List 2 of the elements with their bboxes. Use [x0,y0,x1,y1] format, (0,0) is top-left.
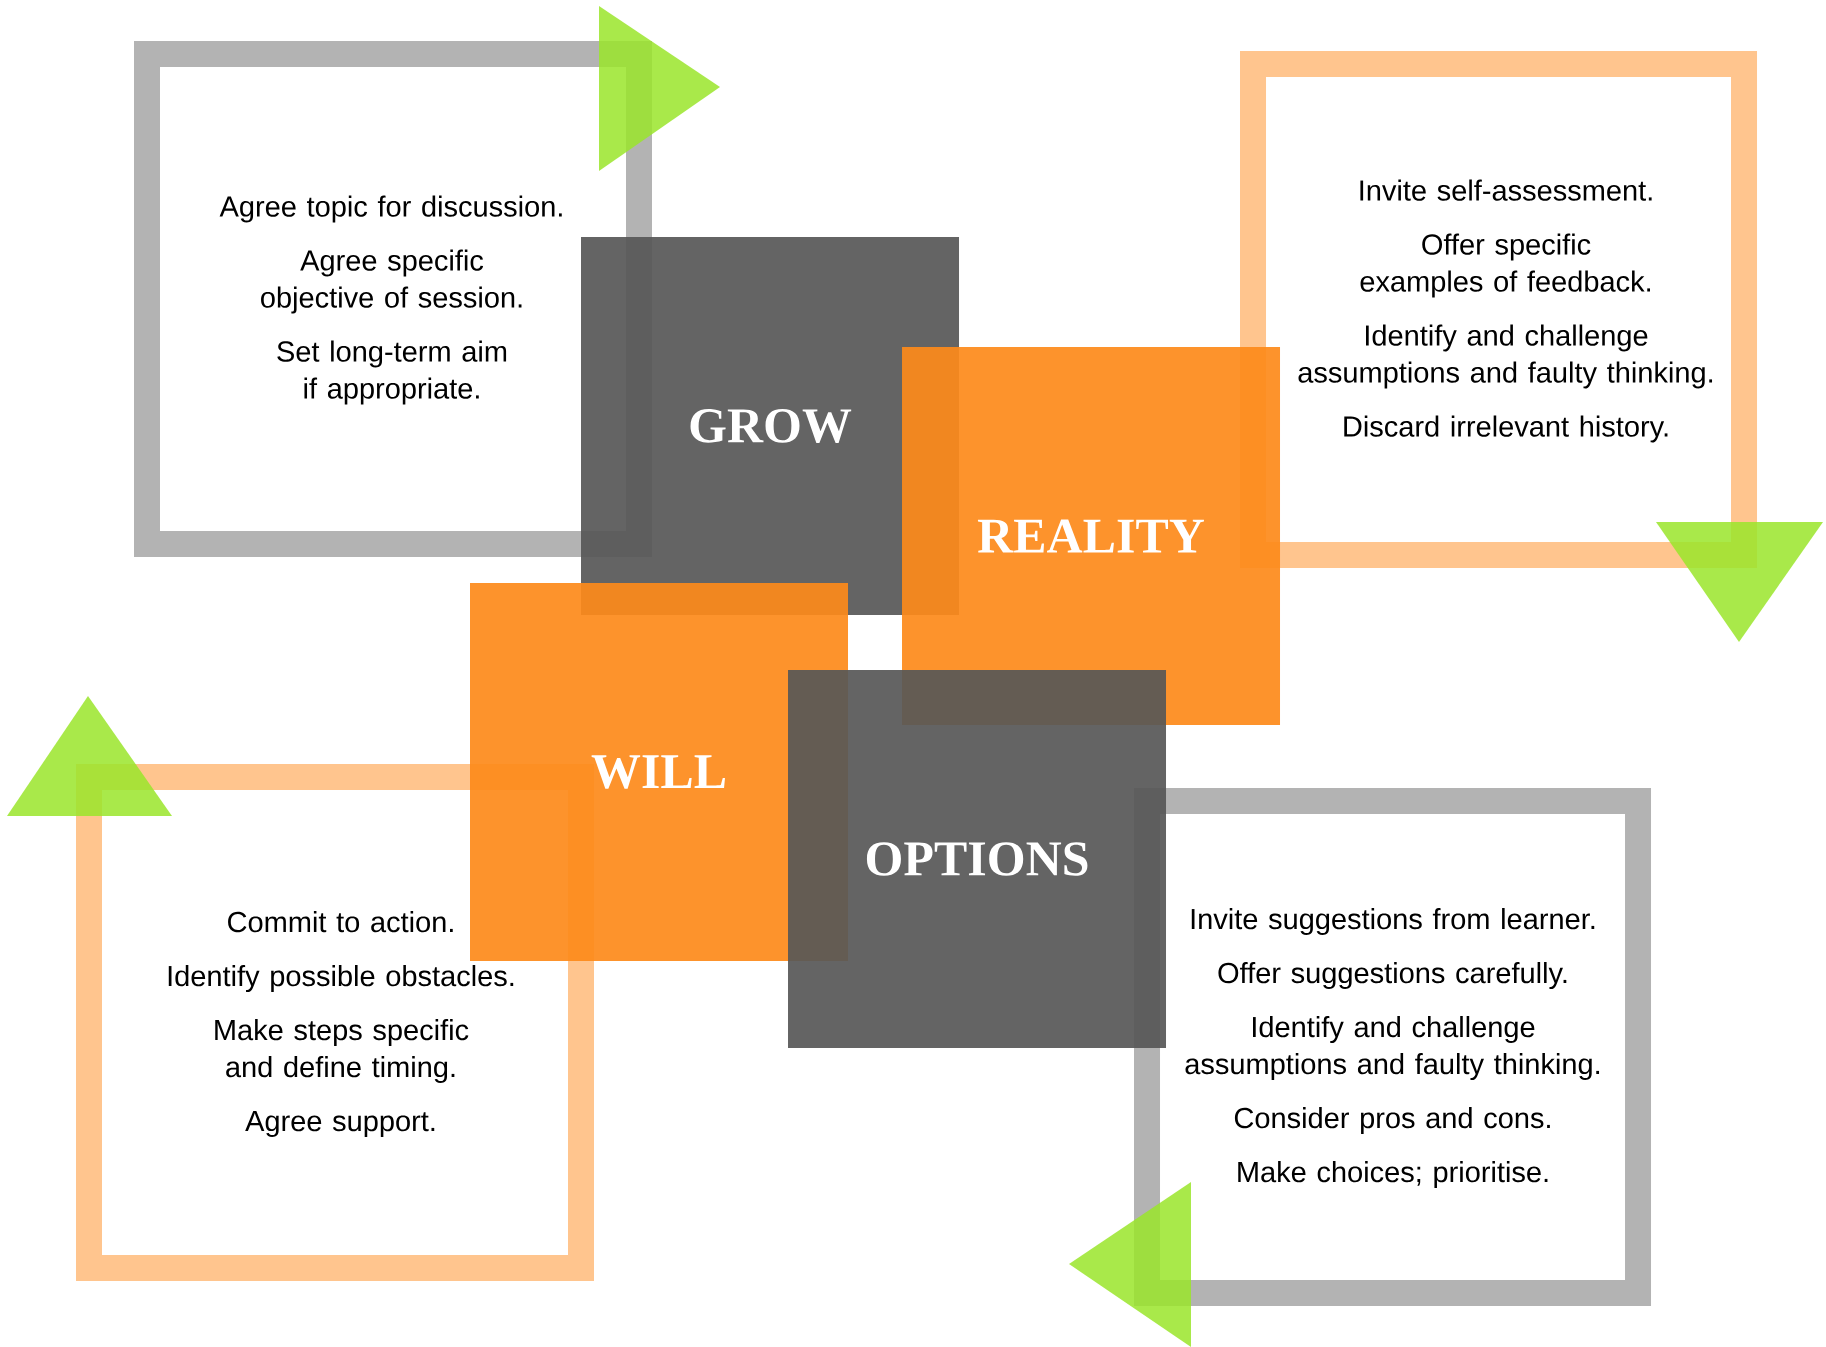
stage-square: REALITY [902,347,1280,725]
stage-square: OPTIONS [788,670,1166,1048]
